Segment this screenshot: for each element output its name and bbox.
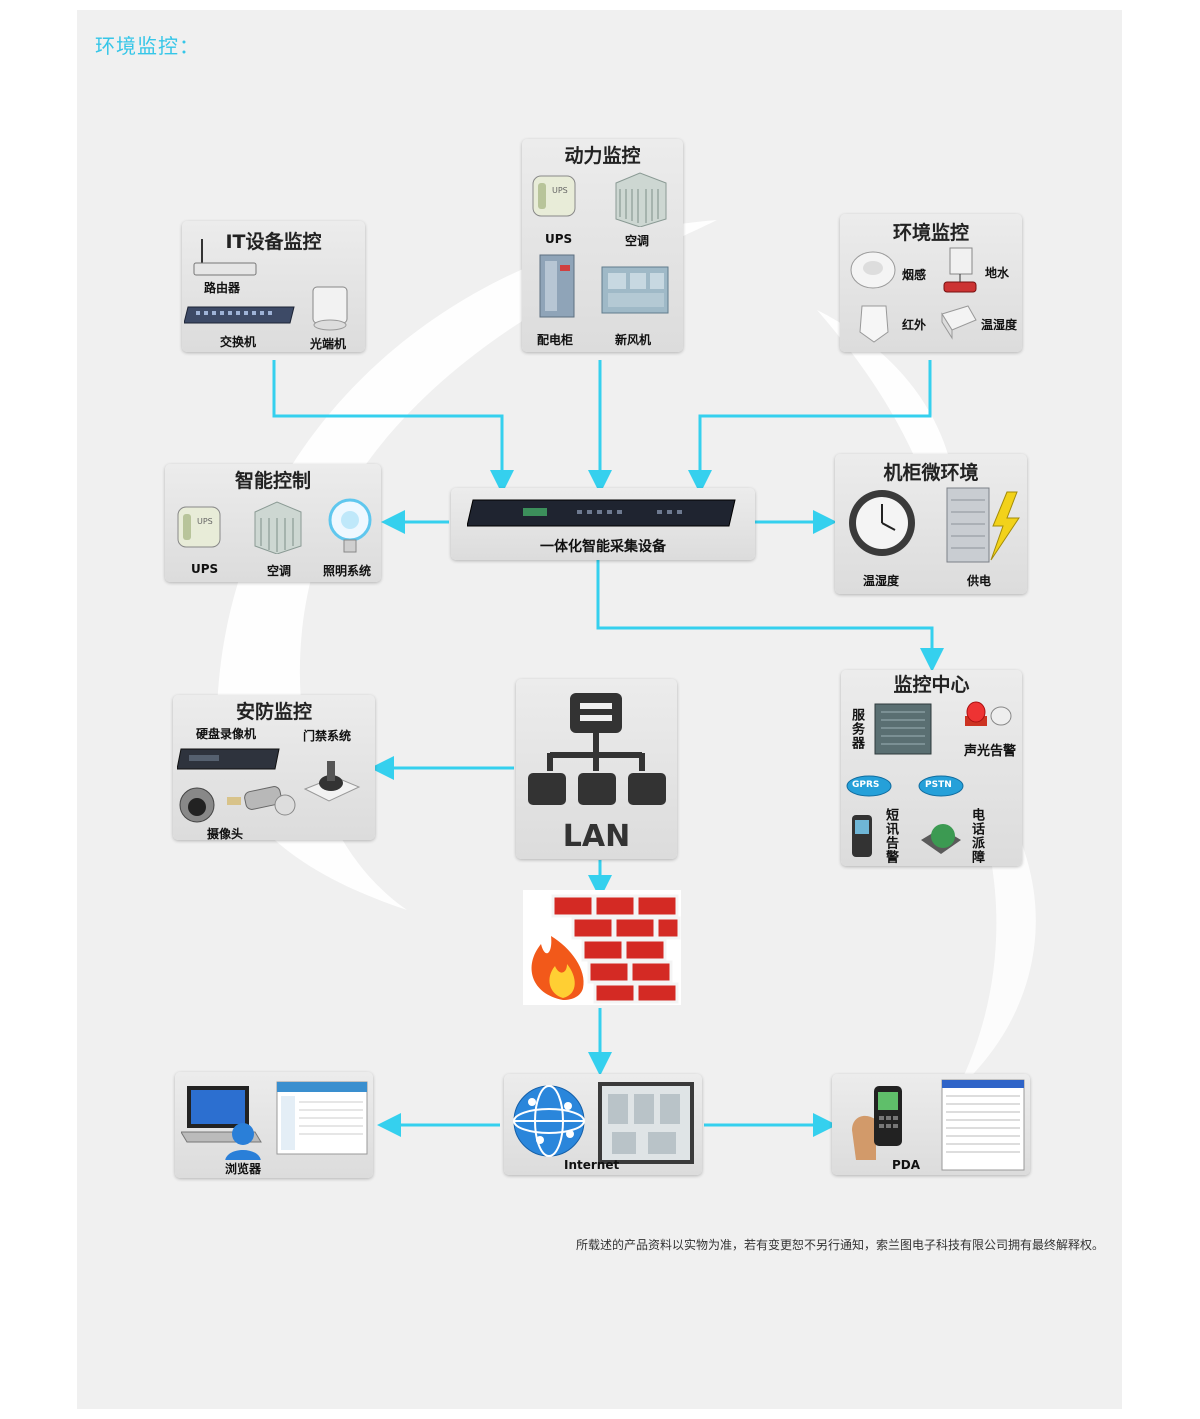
security-item-access: 门禁系统: [303, 729, 352, 743]
firewall-icon: [523, 890, 681, 1005]
ups-icon: UPS: [532, 175, 576, 217]
web-page-screenshot-icon: [276, 1081, 368, 1155]
monitor-center-alarm-label: 声光告警: [964, 744, 1017, 759]
pda-screenshot-icon: [941, 1079, 1025, 1171]
temp-humidity-sensor-icon: [941, 305, 977, 340]
switch-icon: [184, 306, 295, 324]
fresh-air-unit-icon: [601, 266, 669, 314]
pstn-cloud-icon: [918, 775, 964, 797]
internet-panel: Internet: [504, 1074, 702, 1175]
clock-gauge-icon: [849, 490, 915, 556]
security-item-camera: 摄像头: [207, 827, 244, 841]
access-control-icon: [303, 761, 361, 802]
monitor-center-phone-label: 电话派障: [969, 808, 984, 864]
collection-device-panel: 一体化智能采集设备: [451, 488, 755, 560]
optical-terminal-icon: [312, 286, 348, 331]
it-item-optical: 光端机: [310, 337, 347, 351]
server-power-icon: [946, 487, 1020, 563]
mobile-phone-icon: [852, 815, 872, 857]
smart-item-ac: 空调: [267, 564, 292, 578]
svg-text:UPS: UPS: [197, 517, 213, 526]
cabinet-item-temp-humidity: 温湿度: [863, 574, 900, 588]
arrow-it-to-device: [272, 360, 514, 494]
monitor-center-server-label: 服务器: [849, 708, 864, 750]
env-item-smoke: 烟感: [902, 268, 927, 282]
rack-device-icon: [467, 499, 736, 527]
security-panel: 安防监控 硬盘录像机 门禁系统 摄像头: [173, 695, 375, 841]
cabinet-env-title: 机柜微环境: [883, 462, 979, 484]
cabinet-env-panel: 机柜微环境 温湿度 供电: [835, 454, 1027, 594]
power-item-ac: 空调: [625, 234, 650, 248]
monitor-center-panel: 监控中心 服务器 声光告警 GPRS PSTN 短讯告警 电话派障: [841, 670, 1022, 866]
water-leak-icon: [943, 247, 977, 293]
pda-panel: PDA: [832, 1074, 1030, 1175]
cctv-camera-icon: [179, 786, 296, 823]
laptop-icon: [181, 1086, 262, 1160]
power-item-ups: UPS: [545, 232, 573, 246]
light-bulb-icon: [328, 498, 372, 553]
env-item-infrared: 红外: [902, 318, 927, 332]
power-item-fresh-air: 新风机: [615, 333, 652, 347]
connector-lines: [272, 360, 944, 1137]
smart-item-lighting: 照明系统: [323, 564, 372, 578]
collection-device-label: 一体化智能采集设备: [540, 539, 666, 555]
smart-control-panel: 智能控制 UPS UPS 空调 照明系统: [165, 464, 381, 582]
env-monitor-title: 环境监控: [892, 222, 969, 244]
arrow-device-to-center: [596, 560, 944, 672]
browser-label: 浏览器: [225, 1162, 262, 1176]
it-item-router: 路由器: [204, 281, 241, 295]
alarm-siren-icon: [965, 701, 1012, 726]
hand-pda-icon: [852, 1086, 902, 1160]
diagram-canvas: 环境监控： 动力监控 UPS UPS 空调 配电柜: [77, 10, 1122, 1409]
env-item-temp-humidity: 温湿度: [981, 318, 1018, 332]
it-item-switch: 交换机: [220, 335, 257, 349]
security-title: 安防监控: [235, 701, 312, 723]
router-icon: [193, 239, 257, 276]
lan-label: LAN: [562, 819, 631, 854]
lan-network-icon: [528, 693, 666, 805]
monitor-center-gprs-label: GPRS: [852, 780, 880, 790]
security-item-dvr: 硬盘录像机: [196, 727, 257, 741]
svg-text:UPS: UPS: [552, 186, 568, 195]
monitor-center-sms-label: 短讯告警: [883, 808, 898, 864]
power-item-cabinet: 配电柜: [537, 333, 574, 347]
arrow-env-to-device: [688, 360, 932, 494]
datacenter-photo-icon: [598, 1082, 694, 1164]
internet-label: Internet: [564, 1158, 620, 1172]
smart-control-title: 智能控制: [234, 470, 311, 492]
cabinet-item-power: 供电: [967, 574, 992, 588]
pda-label: PDA: [892, 1158, 921, 1172]
gprs-cloud-icon: [846, 775, 892, 797]
power-monitor-title: 动力监控: [564, 145, 641, 167]
power-monitor-panel: 动力监控 UPS UPS 空调 配电柜 新风机: [522, 139, 683, 352]
dvr-icon: [177, 748, 280, 770]
server-rack-icon: [874, 703, 932, 755]
distribution-cabinet-icon: [539, 254, 575, 318]
infrared-sensor-icon: [859, 305, 889, 343]
lan-panel: LAN: [516, 679, 677, 859]
air-conditioner-icon: [615, 172, 667, 227]
ups-icon: UPS: [177, 506, 221, 548]
footer-disclaimer: 所载述的产品资料以实物为准，若有变更恕不另行通知，索兰图电子科技有限公司拥有最终…: [575, 1238, 1104, 1252]
telephone-icon: [921, 824, 961, 854]
env-item-water: 地水: [985, 266, 1010, 280]
air-conditioner-icon: [254, 501, 302, 554]
env-monitor-panel: 环境监控 烟感 地水 红外 温湿度: [840, 214, 1022, 352]
smoke-detector-icon: [850, 251, 896, 289]
smart-item-ups: UPS: [191, 562, 219, 576]
it-monitor-panel: IT设备监控 路由器 交换机 光端机: [182, 221, 365, 352]
page-title: 环境监控：: [95, 34, 200, 58]
it-monitor-title: IT设备监控: [225, 231, 322, 253]
globe-network-icon: [513, 1085, 585, 1157]
monitor-center-pstn-label: PSTN: [925, 780, 952, 790]
monitor-center-title: 监控中心: [893, 674, 970, 696]
browser-panel: 浏览器: [175, 1072, 373, 1178]
